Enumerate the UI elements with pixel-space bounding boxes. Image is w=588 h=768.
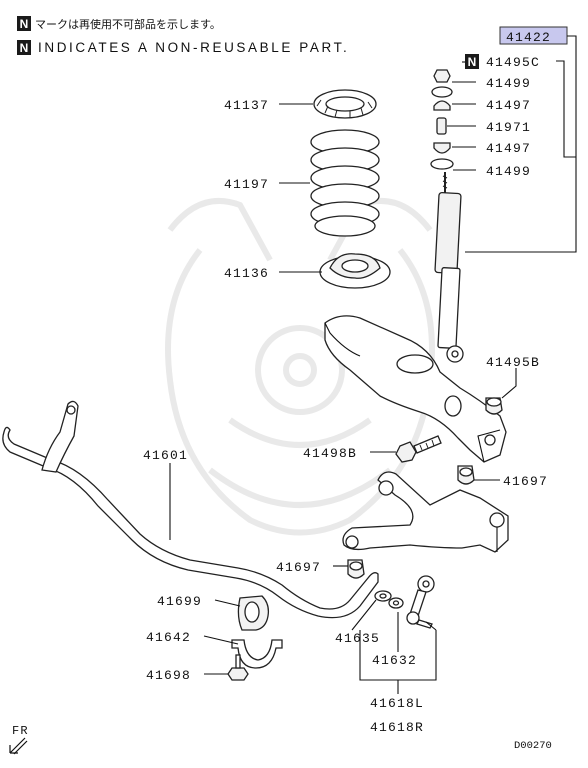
kit-41422[interactable]: 41422 [499, 26, 568, 45]
bushing-41632 [388, 597, 404, 609]
bolt-41498b [395, 435, 442, 463]
bushing-41497-top [433, 100, 451, 111]
bushing-41697-right [457, 465, 475, 485]
nut-41499-top [433, 69, 451, 83]
legend-note-english: N INDICATES A NON-REUSABLE PART. [17, 40, 349, 55]
legend-note-japanese: N マークは再使用不可部品を示します。 [17, 16, 221, 31]
label-41698[interactable]: 41698 [146, 668, 191, 683]
n-badge-icon: N [20, 41, 29, 55]
note-english: INDICATES A NON-REUSABLE PART. [38, 40, 349, 55]
label-41498b[interactable]: 41498B [303, 446, 357, 461]
stabilizer-link-41618 [406, 575, 435, 629]
leader-lines [169, 61, 517, 694]
label-41197[interactable]: 41197 [224, 177, 269, 192]
bushing-41497-bottom [433, 142, 451, 154]
front-direction-indicator: FR [9, 724, 29, 755]
shock-absorber-41422 [434, 172, 464, 363]
label-41971[interactable]: 41971 [486, 120, 531, 135]
label-41601[interactable]: 41601 [143, 448, 188, 463]
label-41635[interactable]: 41635 [335, 631, 380, 646]
bushing-41699 [237, 595, 270, 631]
label-41699[interactable]: 41699 [157, 594, 202, 609]
label-41618l[interactable]: 41618L [370, 696, 424, 711]
spring-seat-41137 [313, 89, 377, 119]
label-41632[interactable]: 41632 [372, 653, 417, 668]
label-41137[interactable]: 41137 [224, 98, 269, 113]
n-badge-icon: N [468, 55, 477, 69]
front-arrow-icon [9, 737, 26, 754]
label-41497-top[interactable]: 41497 [486, 98, 531, 113]
stabilizer-bar-41601 [2, 400, 379, 619]
diagram-id: D00270 [514, 740, 552, 752]
label-41495b[interactable]: 41495B [486, 355, 540, 370]
collar-41971 [436, 117, 447, 135]
label-41497-bottom[interactable]: 41497 [486, 141, 531, 156]
label-41697-left[interactable]: 41697 [276, 560, 321, 575]
label-41618r[interactable]: 41618R [370, 720, 424, 735]
label-41642[interactable]: 41642 [146, 630, 191, 645]
label-41499-bottom[interactable]: 41499 [486, 164, 531, 179]
lower-arm [342, 471, 509, 553]
label-41697-right[interactable]: 41697 [503, 474, 548, 489]
washer-41499 [431, 86, 453, 98]
bushing-41495b [485, 397, 503, 415]
axle-bracket [324, 315, 507, 463]
direction-label: FR [12, 724, 29, 738]
bushing-41697-left [347, 559, 365, 579]
label-41495c-group[interactable]: N 41495C [465, 54, 540, 70]
bolt-41698 [227, 654, 249, 681]
bushing-41635 [374, 590, 392, 602]
label-41136[interactable]: 41136 [224, 266, 269, 281]
label-41495c[interactable]: 41495C [486, 55, 540, 70]
bracket-41642 [231, 639, 283, 669]
label-41499-top[interactable]: 41499 [486, 76, 531, 91]
coil-spring-41197 [310, 129, 380, 237]
n-badge-icon: N [20, 17, 29, 31]
note-japanese: マークは再使用不可部品を示します。 [35, 17, 221, 31]
washer-41499-bottom [430, 158, 454, 170]
kit-number: 41422 [506, 30, 551, 45]
